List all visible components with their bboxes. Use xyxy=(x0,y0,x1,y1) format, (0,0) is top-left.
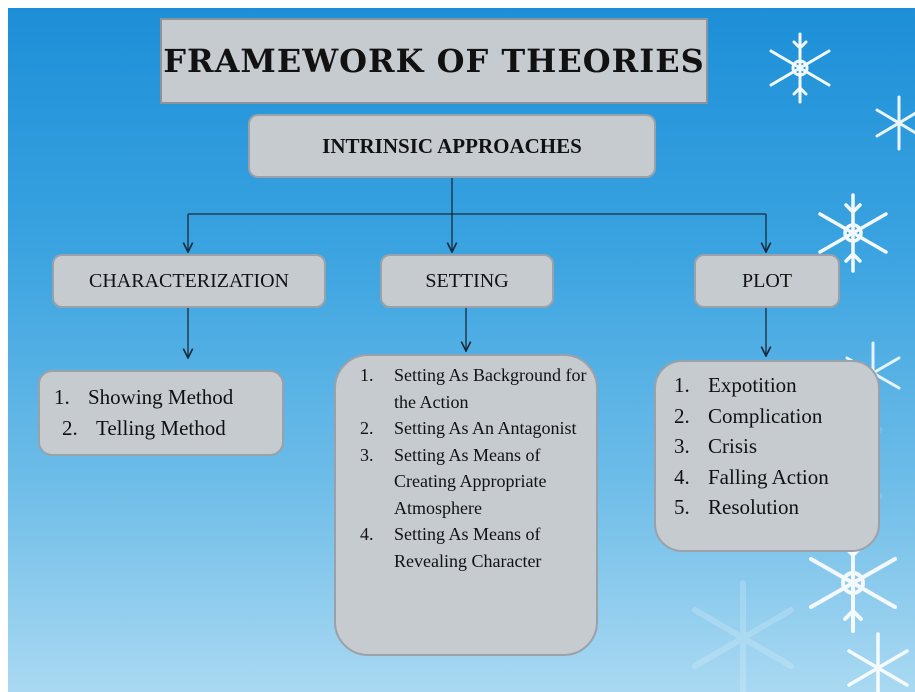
list-item: 4. Setting As Means of Revealing Charact… xyxy=(360,521,594,574)
list-text: Complication xyxy=(708,403,823,428)
list-text: Resolution xyxy=(708,495,800,519)
title-box: FRAMEWORK OF THEORIES xyxy=(160,18,708,104)
plot-label: PLOT xyxy=(742,269,792,292)
list-number: 2. xyxy=(360,418,374,438)
characterization-node: CHARACTERIZATION xyxy=(52,254,326,308)
snowflake-icon xyxy=(769,32,831,104)
list-number: 3. xyxy=(674,434,690,458)
root-node-label: INTRINSIC APPROACHES xyxy=(322,133,582,158)
list-item: 1. Setting As Background for the Action xyxy=(360,362,594,415)
list-item: 2. Setting As An Antagonist xyxy=(360,415,594,442)
plot-node: PLOT xyxy=(694,254,840,308)
snowflake-icon xyxy=(818,193,888,273)
snowflake-icon xyxy=(875,95,915,151)
list-item: 2. Telling Method xyxy=(54,413,233,444)
page-title: FRAMEWORK OF THEORIES xyxy=(163,42,705,80)
root-node: INTRINSIC APPROACHES xyxy=(248,114,656,178)
list-text: Telling Method xyxy=(96,416,226,440)
setting-node: SETTING xyxy=(380,254,554,308)
list-text: Crisis xyxy=(708,434,758,458)
list-number: 1. xyxy=(54,385,70,409)
setting-list: 1. Setting As Background for the Action … xyxy=(360,362,594,574)
list-text: Falling Action xyxy=(708,464,829,489)
list-number: 4. xyxy=(360,524,374,544)
list-item: 1. Showing Method xyxy=(54,382,233,413)
list-item: 4. Falling Action xyxy=(674,462,829,493)
list-text: Showing Method xyxy=(88,385,234,409)
setting-label: SETTING xyxy=(425,269,509,292)
list-number: 2. xyxy=(674,403,690,428)
list-number: 3. xyxy=(360,444,374,465)
list-text: Setting As Background for the Action xyxy=(394,365,587,412)
list-text: Setting As Means of Creating Appropriate… xyxy=(394,444,547,518)
list-item: 5. Resolution xyxy=(674,492,829,523)
characterization-list: 1. Showing Method 2. Telling Method xyxy=(54,382,233,444)
snowflake-icon xyxy=(847,632,909,692)
list-item: 1. Expotition xyxy=(674,370,829,401)
snowflake-icon xyxy=(692,580,794,692)
setting-list-box: 1. Setting As Background for the Action … xyxy=(334,354,598,656)
characterization-label: CHARACTERIZATION xyxy=(89,269,289,292)
list-number: 1. xyxy=(360,365,374,385)
list-item: 2. Complication xyxy=(674,401,829,432)
list-number: 5. xyxy=(674,495,690,519)
list-number: 4. xyxy=(674,464,690,489)
plot-list-box: 1. Expotition 2. Complication 3. Crisis … xyxy=(654,360,880,552)
list-number: 2. xyxy=(62,416,78,440)
list-text: Setting As Means of Revealing Character xyxy=(394,524,542,571)
list-text: Setting As An Antagonist xyxy=(394,418,577,438)
list-number: 1. xyxy=(674,373,690,397)
list-text: Expotition xyxy=(708,373,797,397)
characterization-list-box: 1. Showing Method 2. Telling Method xyxy=(38,370,284,456)
list-item: 3. Crisis xyxy=(674,431,829,462)
list-item: 3. Setting As Means of Creating Appropri… xyxy=(360,442,594,522)
plot-list: 1. Expotition 2. Complication 3. Crisis … xyxy=(674,370,829,523)
